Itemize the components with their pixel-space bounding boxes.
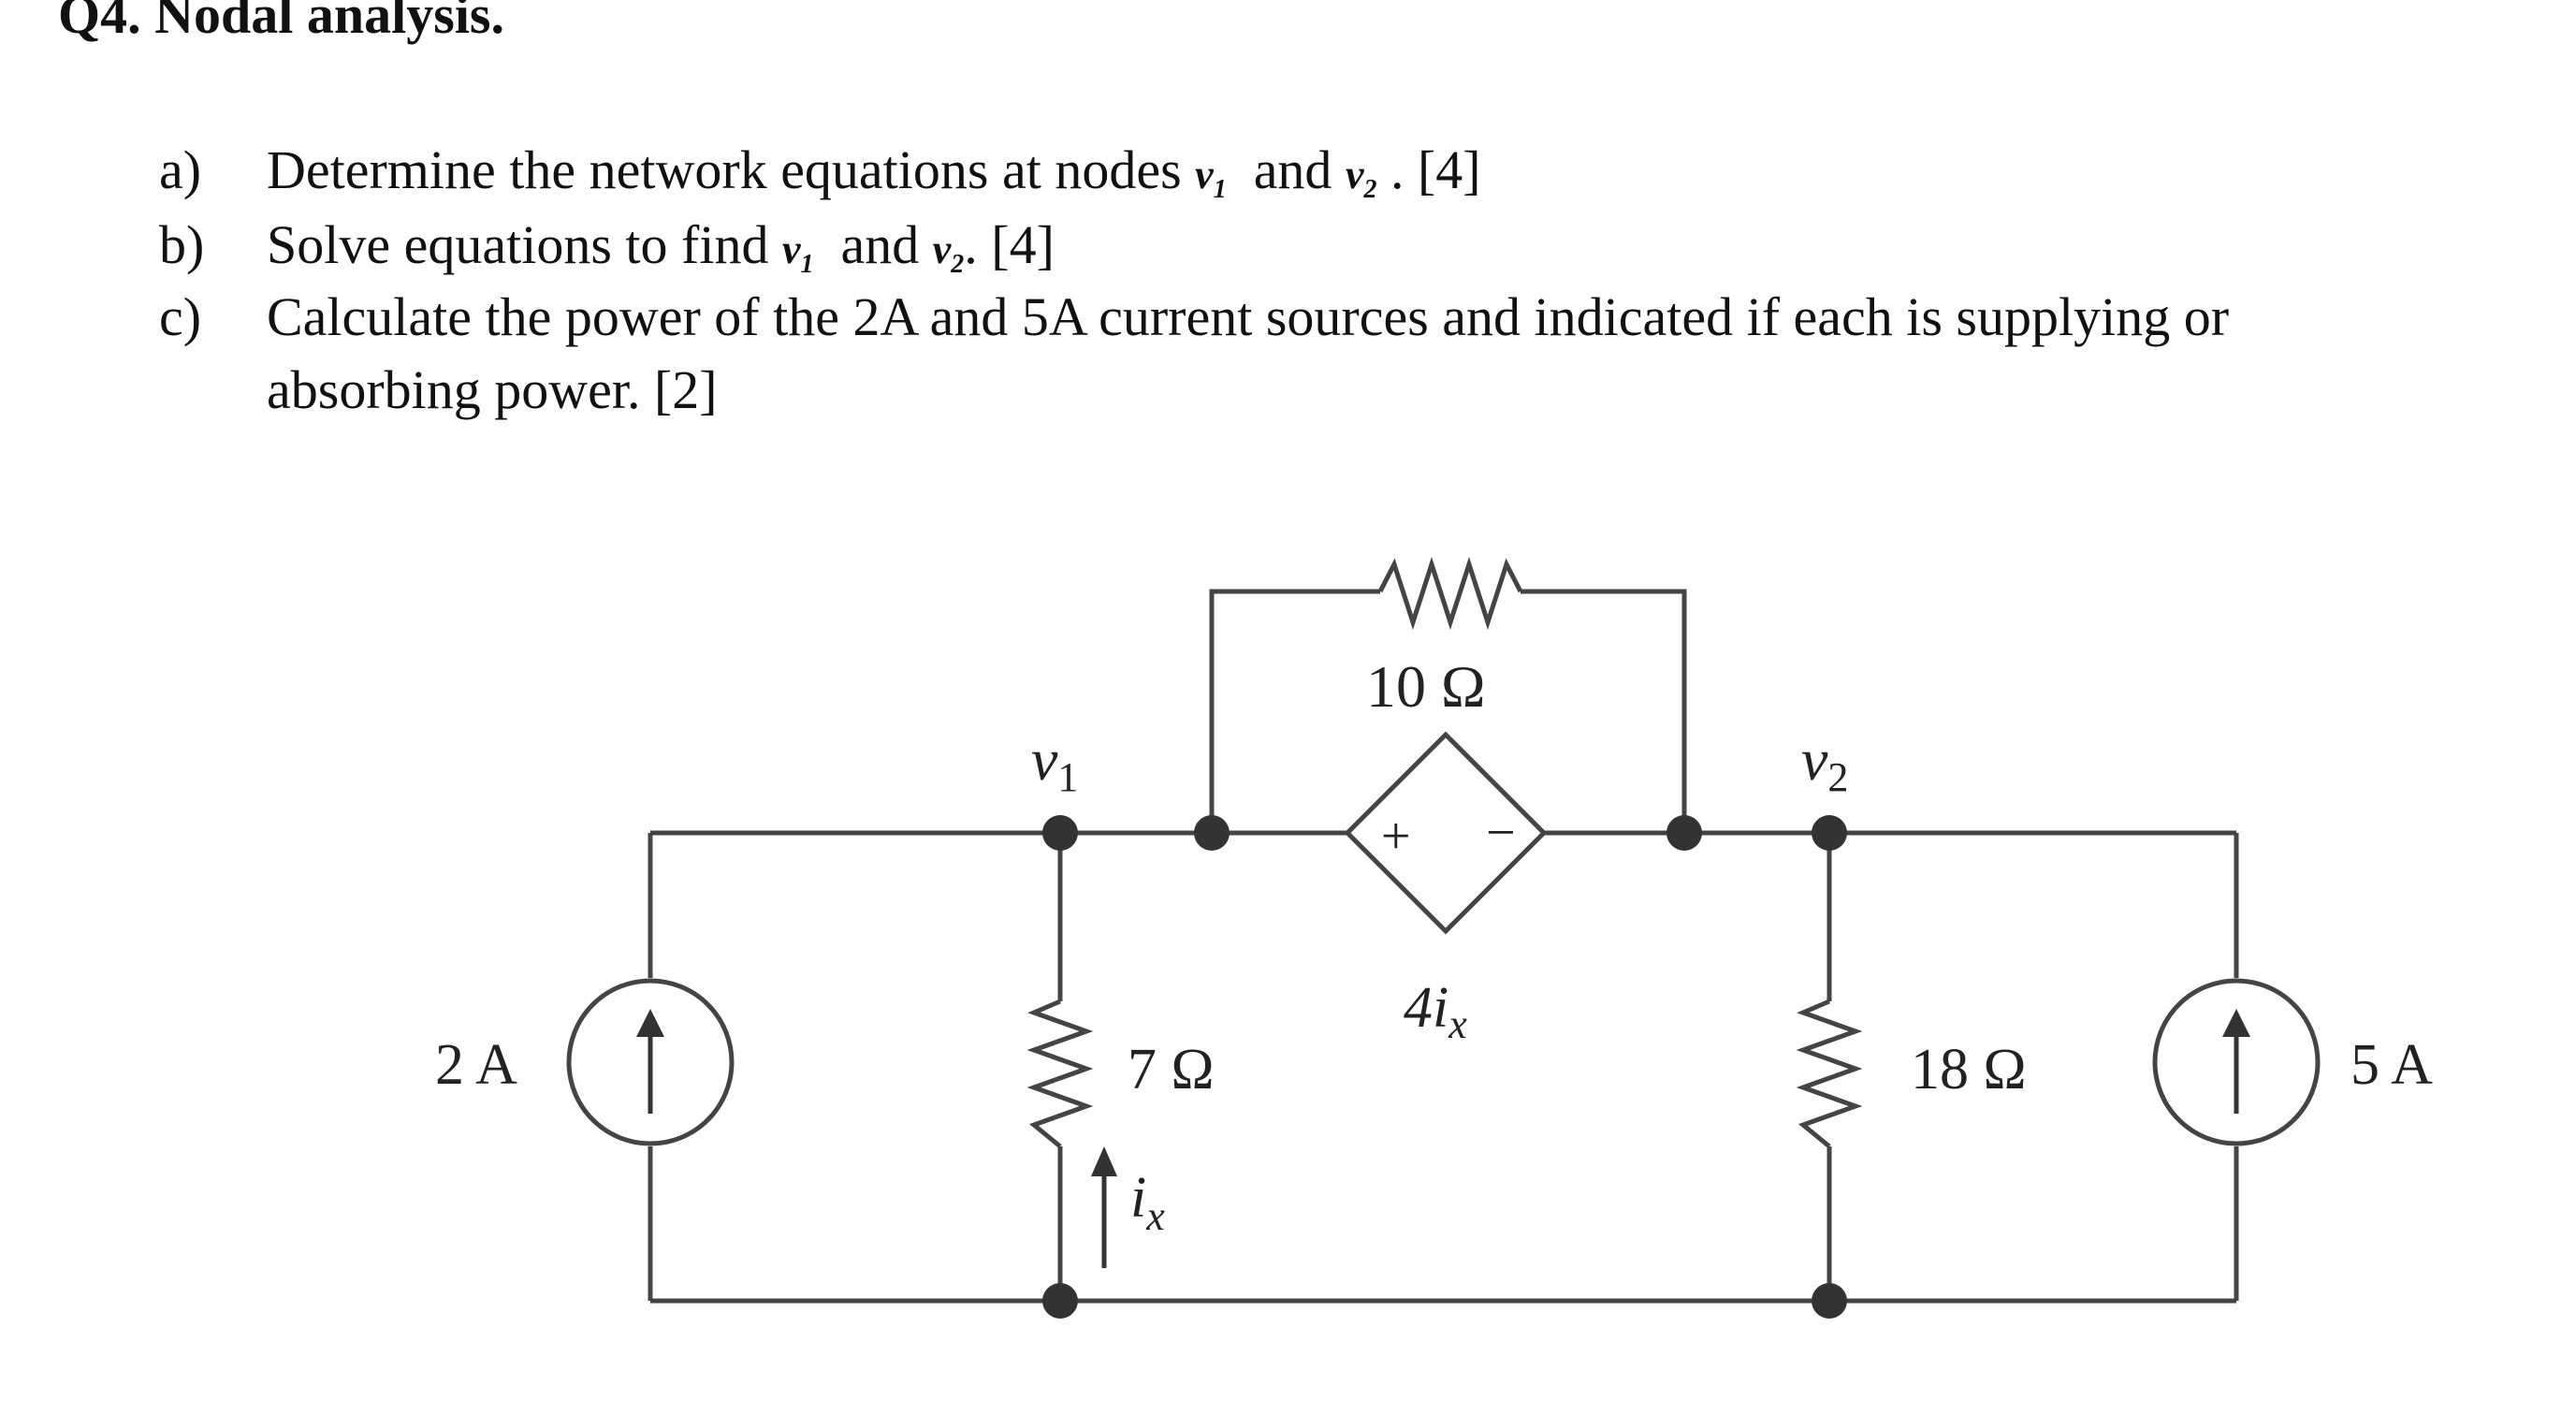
label-7-ohm: 7 Ω <box>1128 1038 1215 1101</box>
node-dot <box>1812 1283 1847 1319</box>
label-18-ohm: 18 Ω <box>1911 1038 2027 1101</box>
label-plus: + <box>1381 808 1411 866</box>
node-dot <box>1194 815 1230 851</box>
label-10-ohm: 10 Ω <box>1366 653 1486 720</box>
label-node-v2: v2 <box>1801 726 1848 800</box>
node-dot <box>1666 815 1702 851</box>
wire-r10-loop <box>1209 589 1687 833</box>
node-v2-ref: v2 <box>1345 152 1377 204</box>
node-dot <box>1042 1283 1078 1319</box>
resistor-10-ohm <box>1377 556 1523 631</box>
label-node-v1: v1 <box>1031 726 1078 800</box>
current-source-2a <box>566 978 735 1146</box>
node-dot <box>1042 815 1078 851</box>
label-ix: ix <box>1130 1166 1165 1239</box>
node-v1-ref: v1 <box>1195 152 1227 204</box>
node-dot <box>1812 815 1847 851</box>
resistor-18-ohm <box>1796 999 1863 1148</box>
dependent-voltage-source <box>1344 731 1548 935</box>
label-2a: 2 A <box>435 1033 517 1097</box>
question-title: Q4. Nodal analysis. <box>58 0 504 45</box>
label-5a: 5 A <box>2350 1033 2433 1097</box>
resistor-7-ohm <box>1026 999 1094 1148</box>
question-a-letter: a) <box>159 139 202 200</box>
label-dep-source: 4ix <box>1404 976 1467 1047</box>
node-v1-ref: v1 <box>781 226 814 279</box>
question-c-text-line2: absorbing power. [2] <box>267 359 718 420</box>
question-c-text: Calculate the power of the 2A and 5A cur… <box>267 286 2230 347</box>
label-minus: − <box>1486 804 1516 862</box>
current-source-5a <box>2152 978 2321 1146</box>
question-b-text: Solve equations to find <box>267 214 782 275</box>
question-a-text: Determine the network equations at nodes <box>267 139 1196 200</box>
question-b-letter: b) <box>159 214 205 275</box>
node-v2-ref: v2 <box>932 226 965 279</box>
question-c-letter: c) <box>159 286 202 347</box>
